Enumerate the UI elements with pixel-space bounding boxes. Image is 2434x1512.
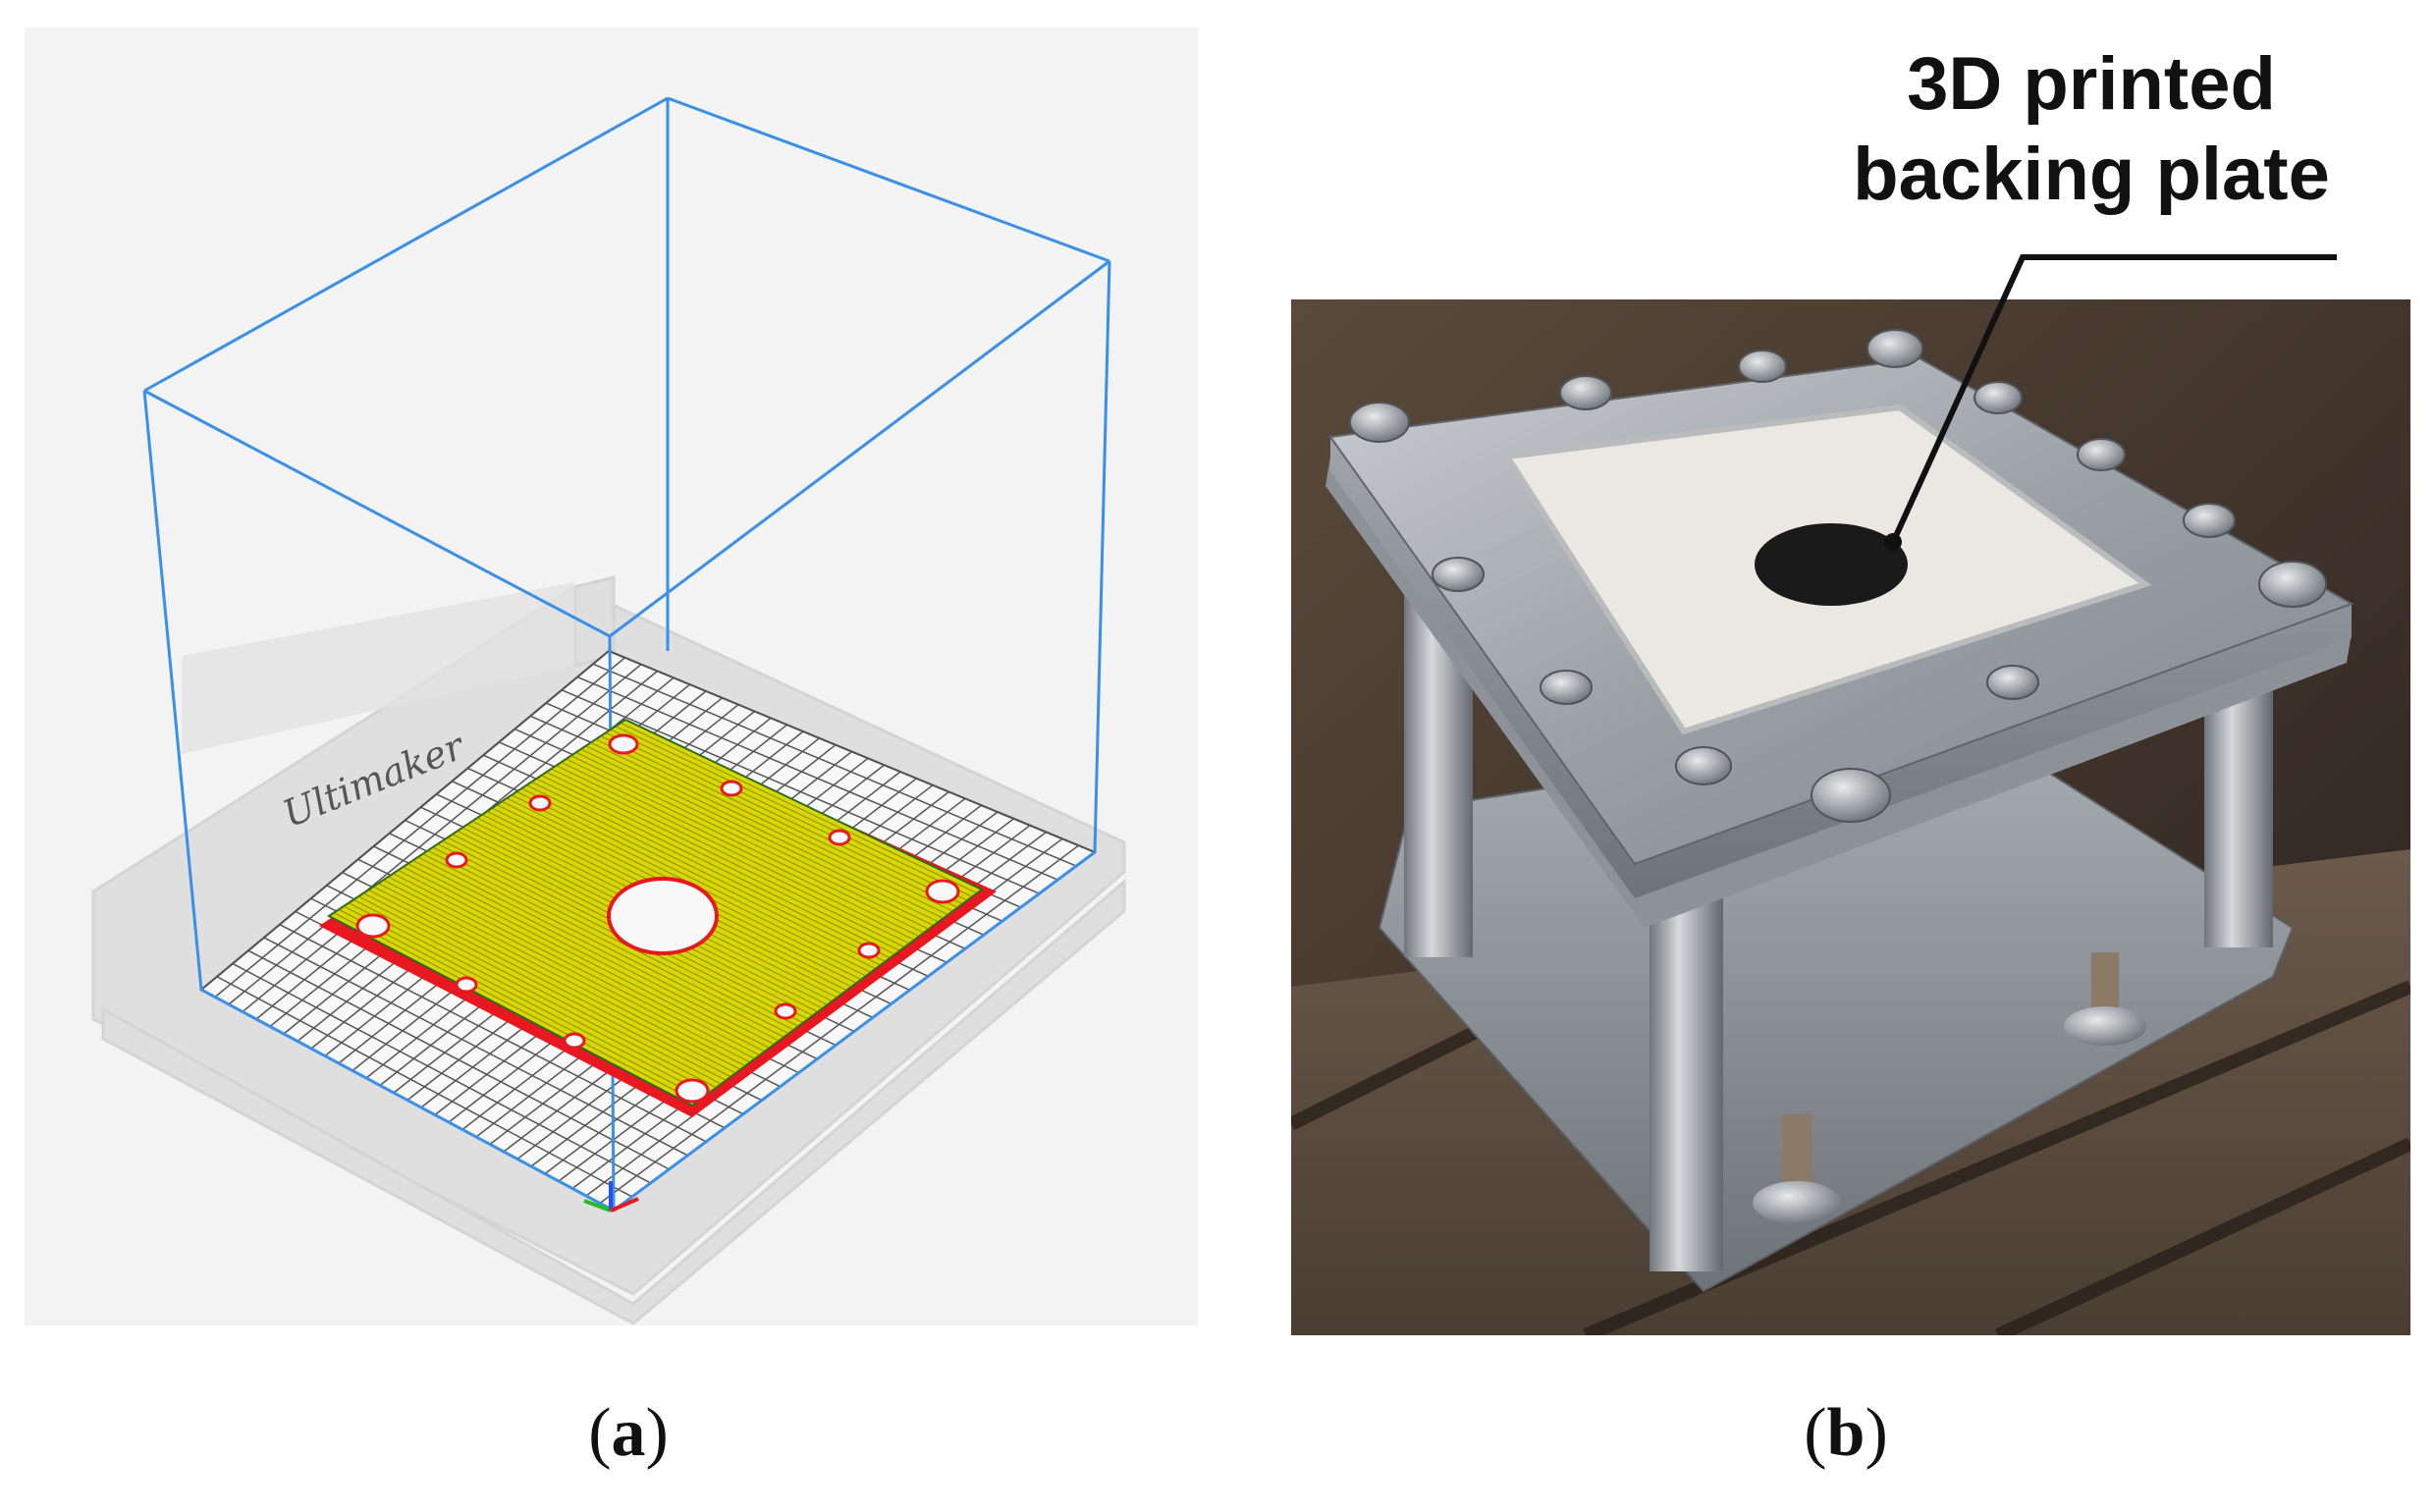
origin-axes-icon bbox=[583, 1181, 639, 1213]
infill-line bbox=[610, 729, 968, 901]
infill-line bbox=[412, 859, 775, 1046]
top-nuts bbox=[1349, 329, 2327, 823]
caption-a: (a) bbox=[588, 1395, 669, 1471]
infill-line bbox=[595, 738, 953, 912]
infill-line bbox=[417, 856, 780, 1042]
infill-line bbox=[600, 735, 958, 908]
infill-line bbox=[338, 908, 703, 1100]
infill-line bbox=[383, 879, 746, 1067]
printer-back-panel bbox=[182, 582, 574, 754]
grid-line bbox=[599, 844, 1079, 1205]
fixture-photo-panel bbox=[1291, 299, 2410, 1335]
infill-line bbox=[585, 745, 944, 919]
infill-line bbox=[575, 751, 935, 927]
sliced-backing-plate bbox=[319, 718, 997, 1117]
infill-line bbox=[378, 883, 741, 1070]
bolt-holes bbox=[355, 733, 960, 1104]
infill-line bbox=[580, 748, 940, 923]
annotation-line-1: 3D printed bbox=[1907, 42, 2276, 126]
grid-line bbox=[214, 657, 625, 999]
infill-line bbox=[541, 775, 900, 951]
grid-line bbox=[200, 650, 610, 991]
infill-line bbox=[373, 886, 736, 1074]
backing-plate-annotation: 3D printed backing plate bbox=[1767, 39, 2415, 220]
infill-line bbox=[357, 895, 722, 1085]
infill-line bbox=[516, 790, 877, 970]
infill-line bbox=[620, 722, 978, 894]
infill-line bbox=[546, 771, 905, 948]
infill-line bbox=[343, 905, 708, 1096]
infill-line bbox=[352, 898, 717, 1089]
infill-line bbox=[348, 902, 712, 1092]
infill-line bbox=[398, 869, 761, 1056]
fixture-photo bbox=[1291, 299, 2410, 1335]
infill-line bbox=[362, 892, 727, 1081]
build-volume-frame bbox=[142, 96, 1111, 1213]
infill-line bbox=[333, 912, 698, 1103]
caption-b: (b) bbox=[1804, 1395, 1888, 1471]
infill-line bbox=[556, 765, 915, 941]
infill-line bbox=[427, 849, 789, 1035]
infill-line bbox=[566, 758, 925, 934]
grid-line bbox=[228, 664, 642, 1005]
infill-line bbox=[393, 873, 756, 1059]
infill-line bbox=[570, 755, 930, 930]
center-hole bbox=[607, 877, 719, 955]
slicer-view-panel: Ultimaker bbox=[25, 27, 1198, 1325]
annotation-line-2: backing plate bbox=[1853, 133, 2330, 216]
infill-line bbox=[407, 863, 770, 1049]
infill-line bbox=[590, 741, 948, 916]
infill-line bbox=[605, 731, 963, 905]
infill-line bbox=[521, 787, 882, 966]
infill-line bbox=[432, 846, 794, 1031]
infill-line bbox=[367, 889, 731, 1078]
infill-line bbox=[403, 866, 766, 1053]
infill-line bbox=[422, 853, 784, 1038]
infill-line bbox=[531, 781, 891, 959]
infill-line bbox=[388, 876, 751, 1063]
infill-line bbox=[536, 778, 895, 955]
infill-line bbox=[551, 768, 910, 945]
infill-line bbox=[561, 761, 920, 938]
bottom-bolts bbox=[1753, 952, 2146, 1224]
infill-line bbox=[615, 726, 973, 897]
slicer-render: Ultimaker bbox=[25, 27, 1198, 1325]
infill-line bbox=[526, 784, 886, 962]
backing-plate-hole bbox=[1755, 523, 1908, 606]
